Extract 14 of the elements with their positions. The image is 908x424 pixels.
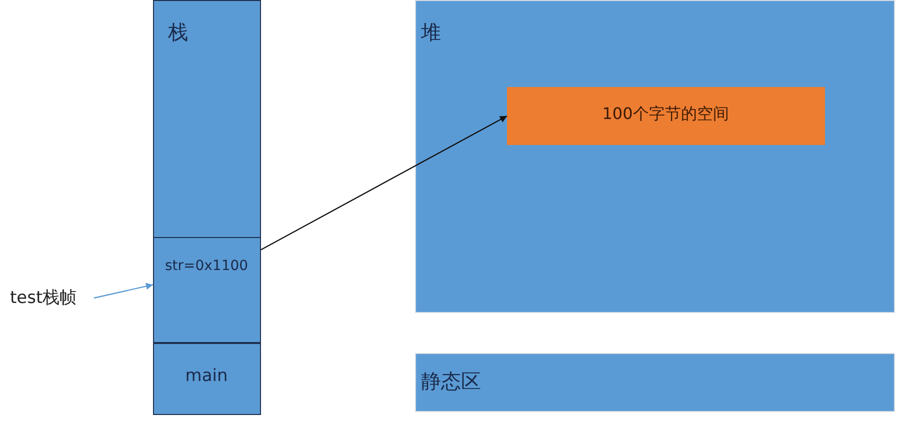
area-heading: 静态区 [421,368,481,395]
stack-column [153,0,261,415]
frame-name: main [185,366,228,386]
static-area [415,353,895,412]
stack-frame-box [152,236,260,342]
arrow [260,115,508,250]
arrow [94,282,154,299]
heap-heading: 堆 [421,19,441,46]
heap-area [415,0,895,313]
frame-label: test栈帧 [10,284,92,312]
block-label: 100个字节的空间 [602,104,729,124]
stack-heading: 栈 [168,19,188,46]
memory-block [506,86,824,144]
variable-text: str=0x1100 [164,258,248,274]
